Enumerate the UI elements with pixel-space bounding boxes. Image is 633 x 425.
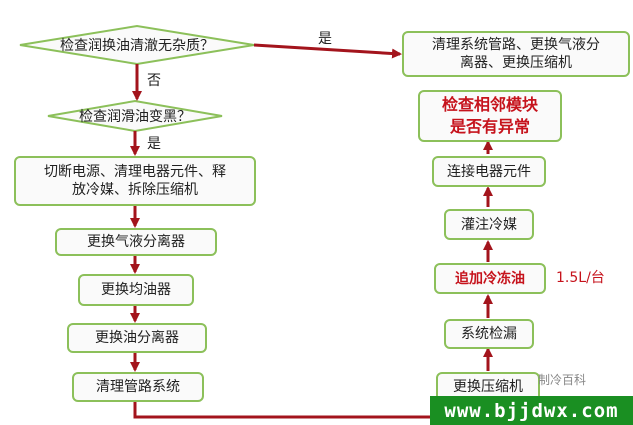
edge-label-yes-down: 是 <box>147 136 161 152</box>
step-clean-replace: 清理系统管路、更换气液分离器、更换压缩机 <box>402 31 630 77</box>
step-connect-components: 连接电器元件 <box>432 156 546 187</box>
decision-label-2: 检查润滑油变黑？ <box>79 109 191 125</box>
footer-url-banner: www.bjjdwx.com <box>430 396 633 425</box>
watermark-text: 制冷百科 <box>538 373 587 387</box>
arrow-q1-yes <box>253 43 402 59</box>
step-clean-pipes: 清理管路系统 <box>72 372 204 402</box>
edge-label-no: 否 <box>147 73 161 89</box>
decision-diamond-2 <box>47 99 223 133</box>
oil-amount-note: 1.5L/台 <box>556 270 605 286</box>
step-check-modules: 检查相邻模块是否有异常 <box>418 90 562 142</box>
step-add-oil: 追加冷冻油 <box>434 263 546 294</box>
step-leak-check: 系统检漏 <box>444 319 534 349</box>
decision-label-1: 检查润换油清澈无杂质？ <box>60 38 214 54</box>
step-cut-power: 切断电源、清理电器元件、释放冷媒、拆除压缩机 <box>14 156 256 206</box>
edge-label-yes-right: 是 <box>318 31 332 47</box>
step-replace-equalizer: 更换均油器 <box>78 274 194 306</box>
step-replace-oil-separator: 更换油分离器 <box>67 323 207 353</box>
step-replace-separator: 更换气液分离器 <box>55 228 217 256</box>
step-fill-refrigerant: 灌注冷媒 <box>444 209 534 240</box>
